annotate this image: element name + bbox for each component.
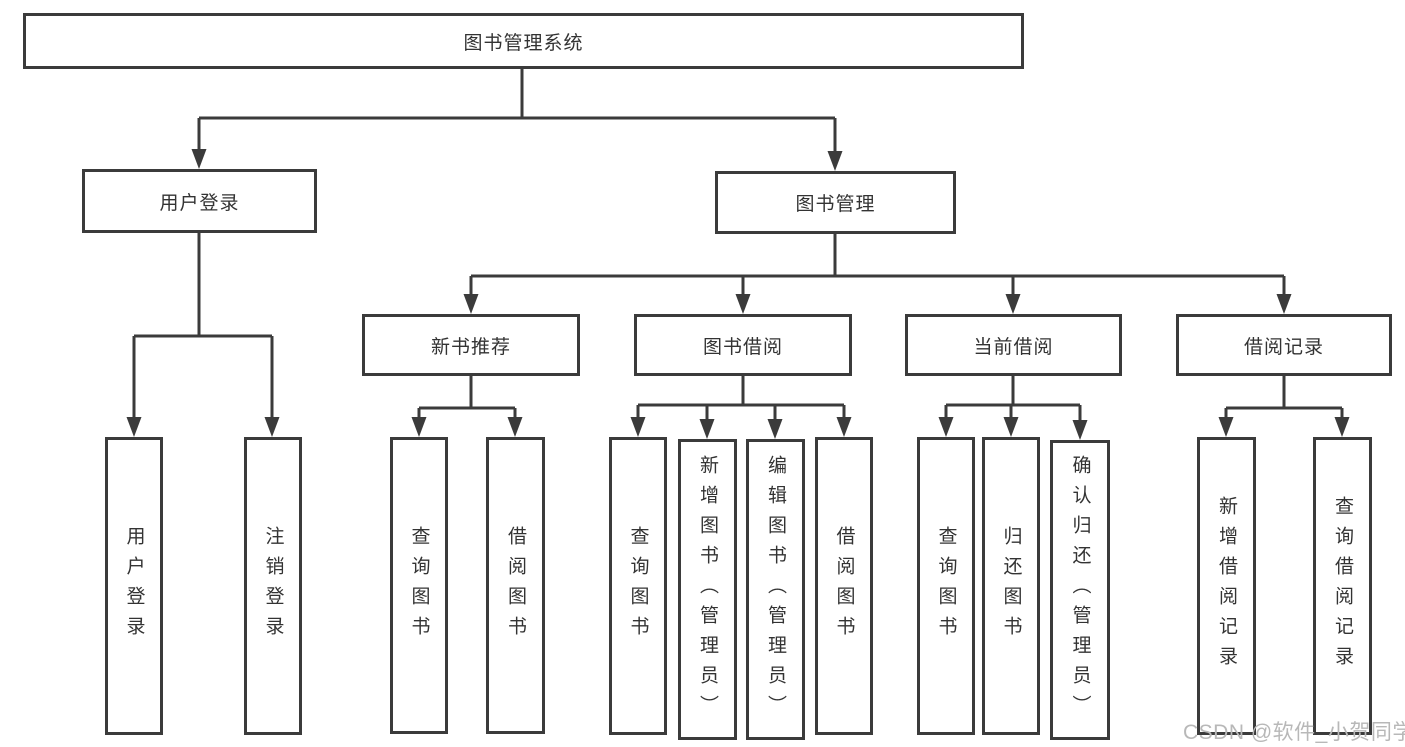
leaf-borrow-query: 查询图书	[609, 437, 667, 735]
branch-user-login: 用户登录	[82, 169, 317, 233]
branch-user-login-label: 用户登录	[159, 192, 240, 214]
leaf-logout: 注销登录	[244, 437, 302, 735]
connector-borrow-children	[630, 376, 852, 439]
leaf-borrow-edit-label: 编辑图书（管理员）	[765, 454, 786, 725]
leaf-newbooks-borrow-label: 借阅图书	[505, 525, 526, 646]
branch-book-mgmt: 图书管理	[715, 171, 956, 234]
watermark: CSDN @软件_小贺同学	[1183, 721, 1405, 744]
node-current-borrow-label: 当前借阅	[973, 336, 1054, 358]
leaf-records-add-label: 新增借阅记录	[1216, 496, 1237, 676]
node-borrow-records-label: 借阅记录	[1243, 336, 1324, 358]
arrowhead-down-icon	[1003, 417, 1019, 437]
leaf-borrow-add: 新增图书（管理员）	[678, 439, 737, 740]
leaf-borrow-edit: 编辑图书（管理员）	[746, 439, 805, 740]
connector-records-children	[1218, 376, 1350, 437]
leaf-borrow-add-label: 新增图书（管理员）	[697, 454, 718, 725]
arrowhead-down-icon	[507, 417, 523, 437]
connector-root-to-level2	[191, 69, 843, 171]
leaf-current-return: 归还图书	[982, 437, 1040, 735]
node-root: 图书管理系统	[23, 13, 1024, 69]
arrowhead-down-icon	[827, 151, 843, 171]
leaf-records-query-label: 查询借阅记录	[1332, 496, 1353, 676]
leaf-current-confirm-label: 确认归还（管理员）	[1069, 455, 1091, 725]
leaf-newbooks-query: 查询图书	[390, 437, 448, 734]
node-book-borrow: 图书借阅	[634, 314, 852, 376]
node-new-books-label: 新书推荐	[430, 336, 511, 358]
node-root-label: 图书管理系统	[463, 32, 584, 54]
connector-newbooks-children	[411, 376, 523, 437]
leaf-current-return-label: 归还图书	[1000, 526, 1022, 646]
arrowhead-down-icon	[463, 294, 479, 314]
arrowhead-down-icon	[1334, 417, 1350, 437]
arrowhead-down-icon	[1276, 294, 1292, 314]
leaf-records-query: 查询借阅记录	[1313, 437, 1372, 735]
leaf-newbooks-query-label: 查询图书	[408, 525, 430, 646]
arrowhead-down-icon	[699, 419, 715, 439]
node-current-borrow: 当前借阅	[905, 314, 1122, 376]
leaf-user-login: 用户登录	[105, 437, 163, 735]
leaf-current-query: 查询图书	[917, 437, 975, 735]
arrowhead-down-icon	[938, 417, 954, 437]
arrowhead-down-icon	[836, 417, 852, 437]
leaf-records-add: 新增借阅记录	[1197, 437, 1256, 735]
leaf-user-login-label: 用户登录	[123, 526, 145, 646]
leaf-borrow-borrow-label: 借阅图书	[833, 526, 855, 646]
connector-current-children	[938, 376, 1088, 440]
node-book-borrow-label: 图书借阅	[702, 336, 783, 358]
branch-book-mgmt-label: 图书管理	[795, 194, 876, 215]
arrowhead-down-icon	[1005, 294, 1021, 314]
arrowhead-down-icon	[1072, 420, 1088, 440]
node-new-books: 新书推荐	[362, 314, 580, 376]
arrowhead-down-icon	[630, 417, 646, 437]
arrowhead-down-icon	[264, 417, 280, 437]
leaf-logout-label: 注销登录	[262, 526, 284, 646]
arrowhead-down-icon	[735, 294, 751, 314]
leaf-borrow-borrow: 借阅图书	[815, 437, 873, 735]
connector-userlogin-children	[126, 233, 280, 437]
connector-bookmgmt-level3	[463, 234, 1292, 314]
arrowhead-down-icon	[191, 149, 207, 169]
leaf-current-confirm: 确认归还（管理员）	[1050, 440, 1110, 740]
node-borrow-records: 借阅记录	[1176, 314, 1392, 376]
arrowhead-down-icon	[411, 417, 427, 437]
leaf-borrow-query-label: 查询图书	[627, 526, 649, 646]
arrowhead-down-icon	[767, 419, 783, 439]
leaf-current-query-label: 查询图书	[935, 526, 957, 646]
arrowhead-down-icon	[1218, 417, 1234, 437]
arrowhead-down-icon	[126, 417, 142, 437]
leaf-newbooks-borrow: 借阅图书	[486, 437, 545, 734]
